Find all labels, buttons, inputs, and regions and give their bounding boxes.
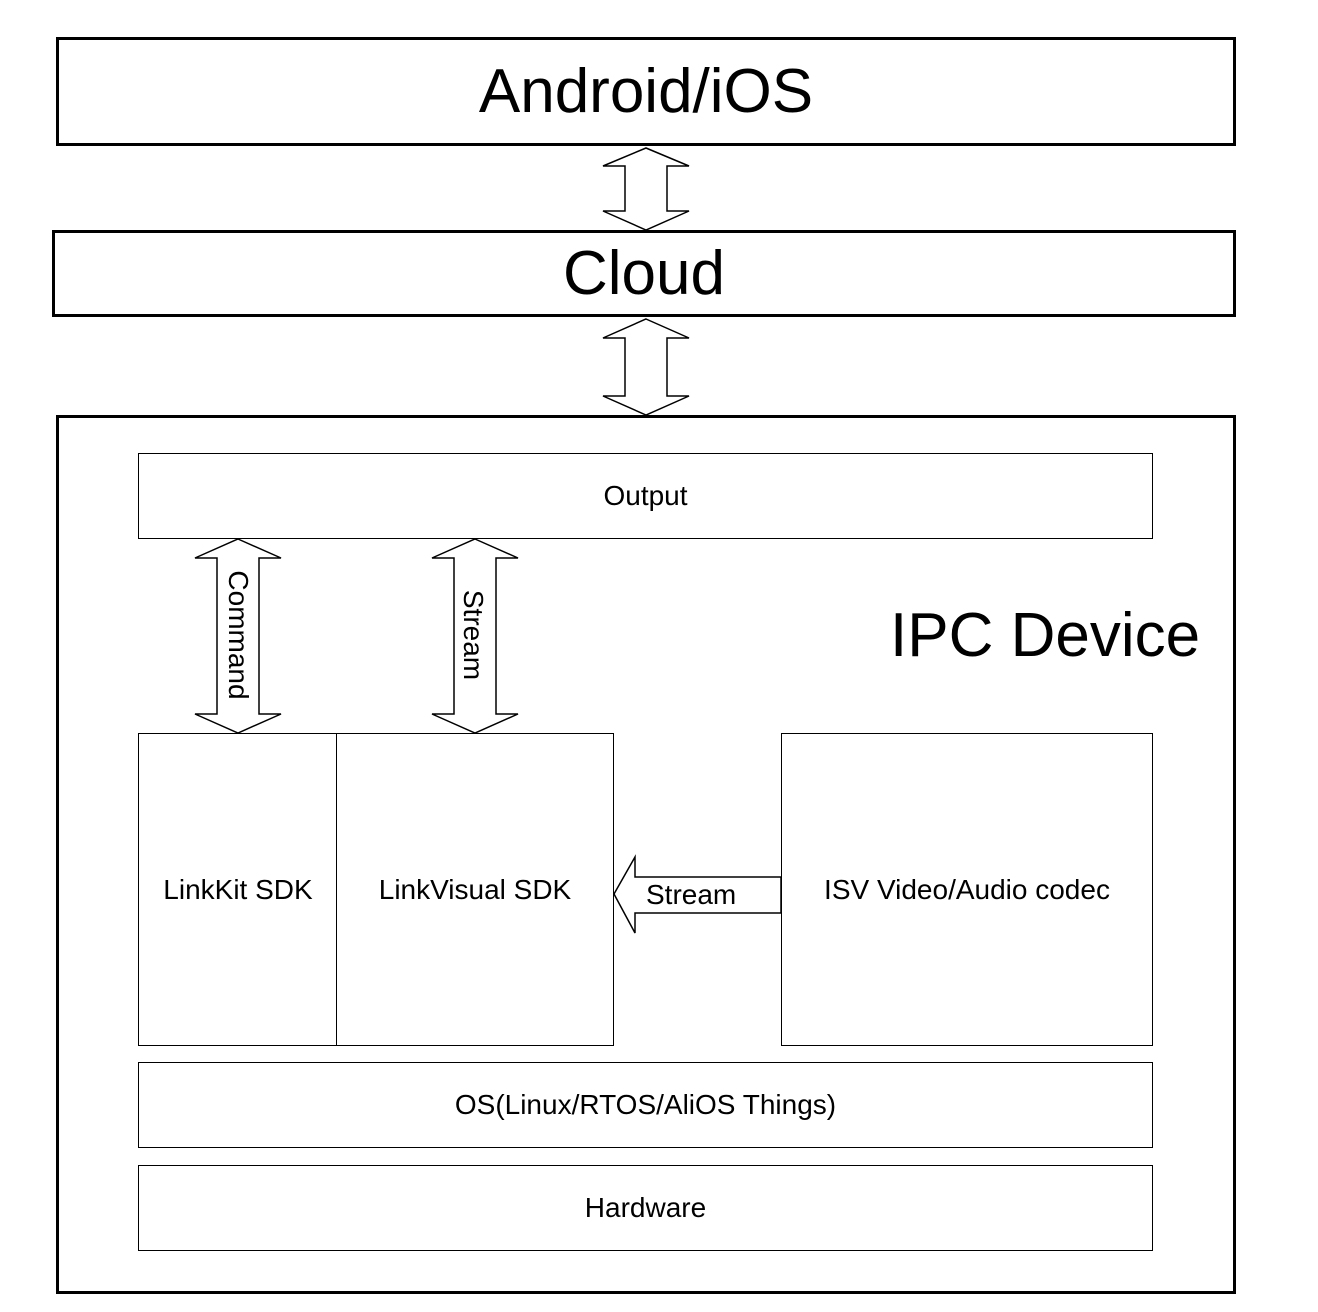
stream-horizontal-label: Stream [646,879,737,910]
ipc-device-label: IPC Device [890,601,1201,670]
hardware-block: Hardware [138,1165,1153,1251]
isv-codec-label: ISV Video/Audio codec [824,873,1110,905]
isv-codec-block: ISV Video/Audio codec [781,733,1153,1046]
command-arrow [194,538,282,734]
output-label: Output [603,480,688,511]
linkkit-sdk-label: LinkKit SDK [163,873,313,905]
android-ios-label: Android/iOS [478,57,814,126]
output-block: Output [138,453,1153,539]
client-cloud-arrow [602,147,690,231]
stream-horizontal-arrow [613,854,782,934]
cloud-layer: Cloud [52,230,1236,317]
command-label: Command [223,570,254,700]
linkvisual-sdk-block: LinkVisual SDK [336,733,614,1046]
cloud-label: Cloud [563,239,725,308]
linkvisual-sdk-label: LinkVisual SDK [378,873,572,905]
cloud-device-arrow [602,318,690,416]
hardware-label: Hardware [584,1192,707,1223]
stream-vertical-label: Stream [458,589,489,681]
stream-vertical-arrow [431,538,519,734]
linkkit-sdk-block: LinkKit SDK [138,733,338,1046]
os-label: OS(Linux/RTOS/AliOS Things) [454,1089,837,1120]
os-block: OS(Linux/RTOS/AliOS Things) [138,1062,1153,1148]
android-ios-layer: Android/iOS [56,37,1236,146]
